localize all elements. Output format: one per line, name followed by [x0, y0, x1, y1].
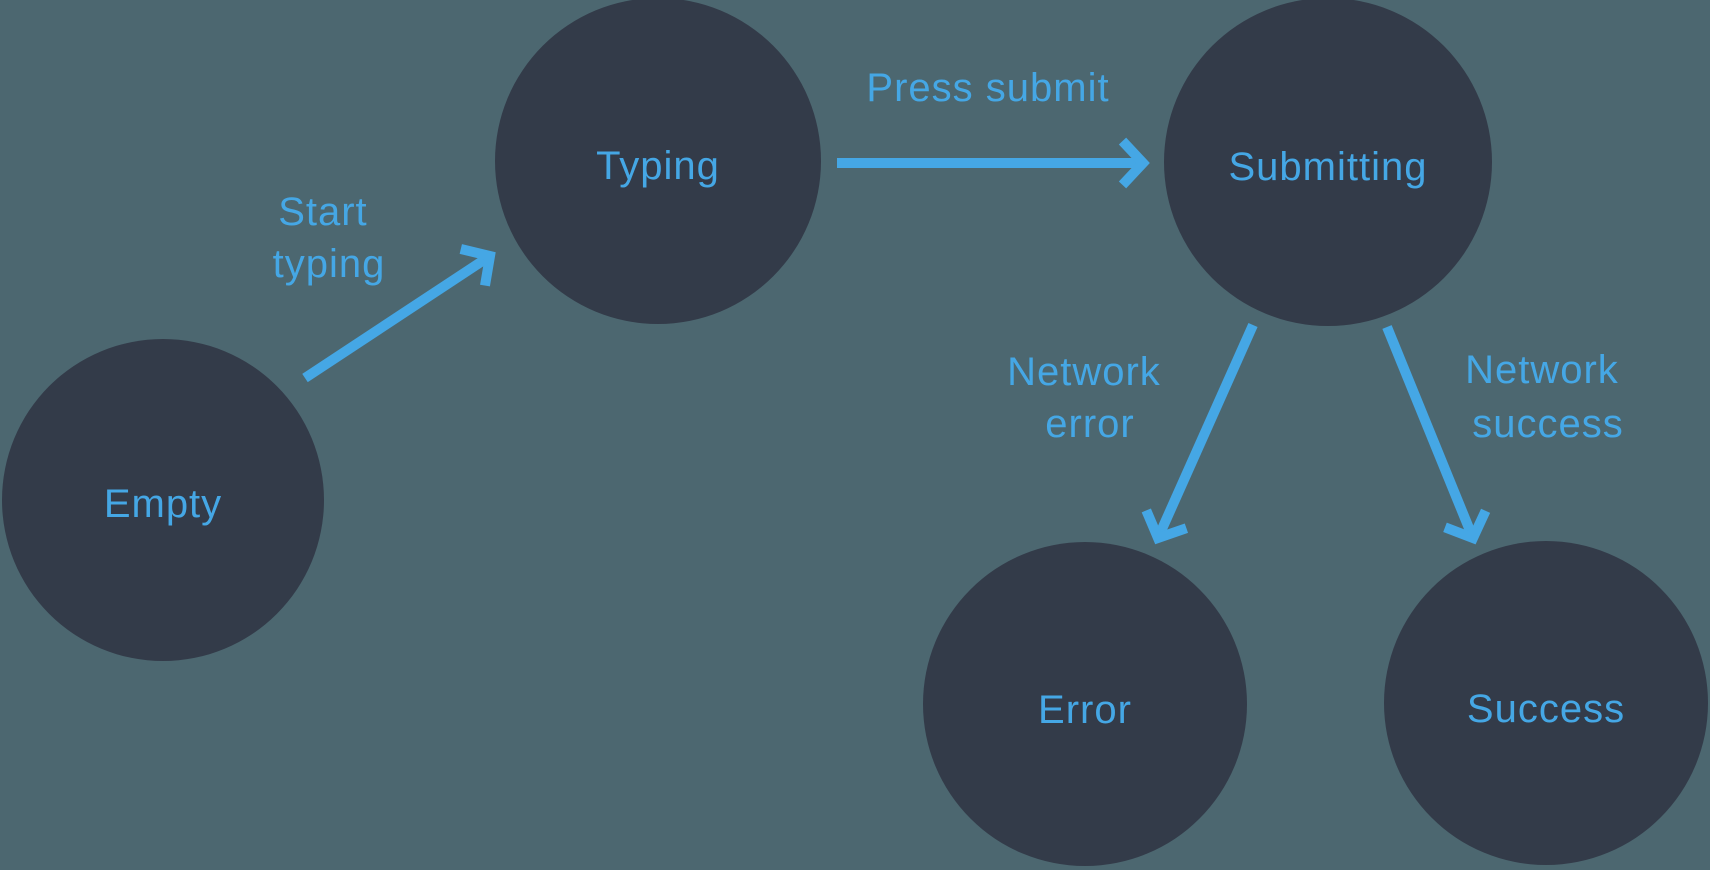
transition-labels: Start typing Press submit Network error …: [273, 66, 1631, 446]
arrow-empty-to-typing: [302, 244, 496, 383]
arrow-head: [1443, 508, 1491, 545]
state-node-success: Success: [1384, 541, 1708, 865]
state-label-error: Error: [1038, 688, 1132, 732]
edge-label-line: error: [1045, 402, 1134, 446]
state-circle-empty: [2, 339, 324, 661]
arrow-shaft: [1153, 322, 1258, 541]
edge-label-line: success: [1472, 402, 1624, 446]
state-circle-success: [1384, 541, 1708, 865]
edge-label-start-typing: Start typing: [273, 190, 386, 286]
edge-label-line: Start: [278, 190, 367, 234]
edge-label-line: typing: [273, 242, 386, 286]
arrow-head: [1141, 508, 1189, 545]
edge-label-line: Network: [1007, 350, 1161, 394]
arrow-submitting-to-success: [1382, 325, 1491, 545]
state-node-empty: Empty: [2, 339, 324, 661]
arrow-submitting-to-error: [1141, 322, 1258, 545]
state-node-error: Error: [923, 542, 1247, 866]
state-circle-submitting: [1164, 0, 1492, 326]
arrow-shaft: [302, 251, 493, 383]
arrow-shaft: [1382, 325, 1478, 540]
transition-arrows: [302, 137, 1491, 545]
edge-label-line: Network: [1465, 348, 1619, 392]
state-circle-typing: [495, 0, 821, 324]
edge-label-press-submit: Press submit: [866, 66, 1109, 110]
state-label-empty: Empty: [104, 482, 222, 526]
edge-label-network-success: Network success: [1465, 348, 1631, 446]
arrow-typing-to-submitting: [837, 137, 1150, 189]
edge-label-network-error: Network error: [1007, 350, 1173, 446]
state-circle-error: [923, 542, 1247, 866]
state-label-submitting: Submitting: [1229, 145, 1428, 189]
state-label-typing: Typing: [596, 144, 720, 188]
state-node-typing: Typing: [495, 0, 821, 324]
arrow-head: [459, 244, 496, 287]
state-node-submitting: Submitting: [1164, 0, 1492, 326]
arrow-head: [1118, 137, 1150, 189]
state-label-success: Success: [1467, 687, 1625, 731]
